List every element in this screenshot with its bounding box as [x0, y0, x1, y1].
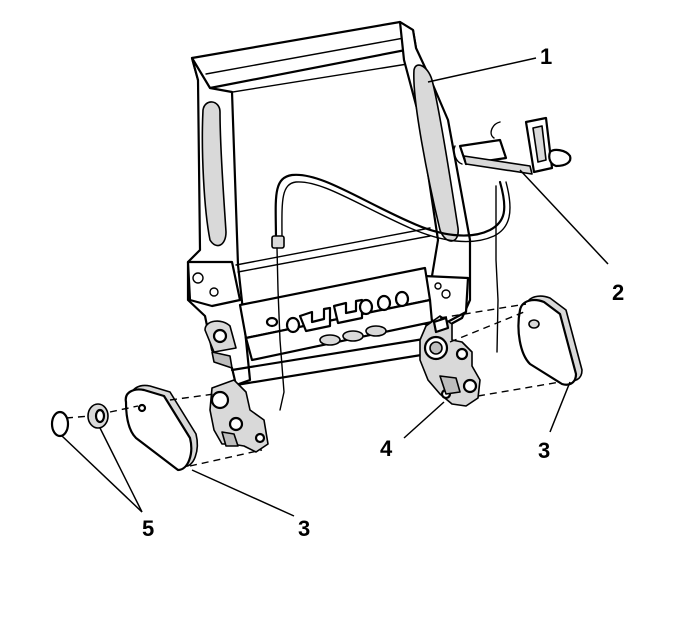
right-recliner-mechanism — [419, 315, 481, 407]
callout-1: 1 — [540, 44, 552, 69]
assembly-center-lines — [65, 303, 561, 467]
callout-3-right: 3 — [538, 438, 550, 463]
callout-5: 5 — [142, 516, 154, 541]
callout-2: 2 — [612, 280, 624, 305]
seat-back-frame — [186, 20, 472, 387]
leader-lines — [61, 57, 609, 517]
callout-4: 4 — [380, 436, 393, 461]
callout-3-bottom: 3 — [298, 516, 310, 541]
release-cable — [271, 121, 511, 411]
left-recliner-mechanism — [209, 379, 269, 453]
release-handle — [453, 116, 572, 175]
left-side-cover — [124, 384, 199, 472]
right-side-cover — [517, 295, 583, 386]
bushing-and-cap — [50, 403, 109, 438]
